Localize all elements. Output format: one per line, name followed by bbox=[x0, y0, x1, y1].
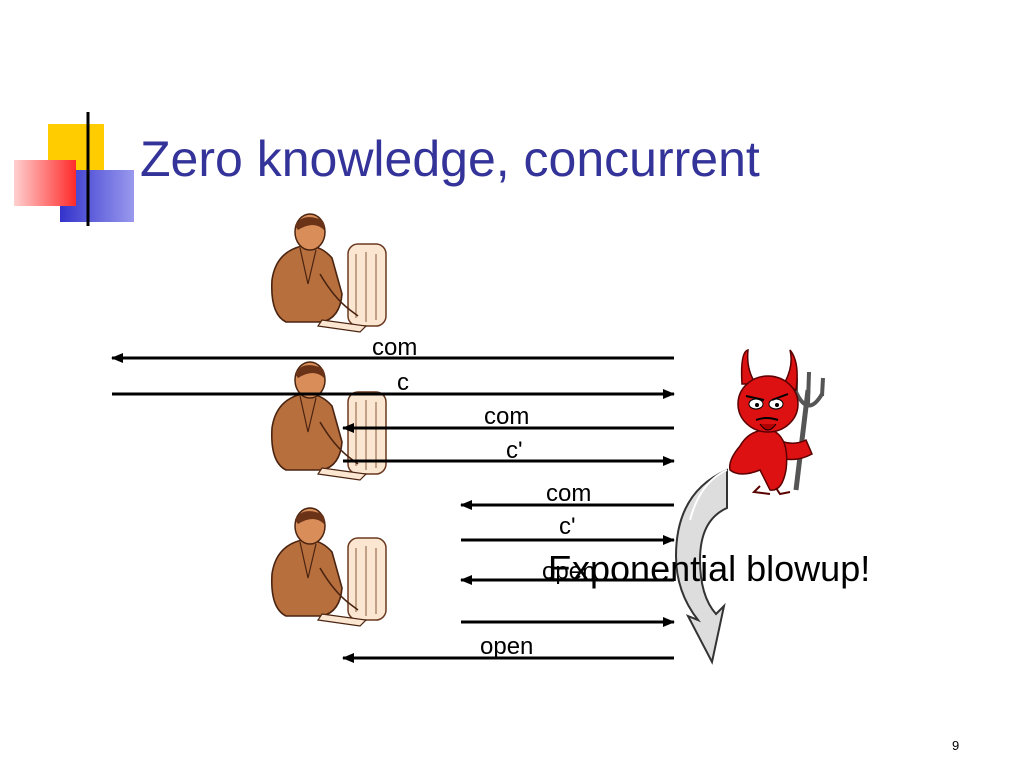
message-label-com-1: com bbox=[372, 334, 418, 361]
message-label-com-2: com bbox=[484, 403, 530, 430]
message-label-c-3: c' bbox=[559, 513, 576, 540]
devil-with-pitchfork-icon bbox=[728, 349, 825, 496]
slide-title: Zero knowledge, concurrent bbox=[140, 131, 760, 187]
verifier-person-icon-3 bbox=[270, 507, 387, 627]
verifier-person-icon-1 bbox=[270, 213, 387, 333]
curved-arrow-icon bbox=[674, 468, 728, 665]
page-number: 9 bbox=[952, 738, 960, 753]
message-label-com-3: com bbox=[546, 480, 592, 507]
message-label-c-1: c bbox=[397, 369, 409, 396]
message-label-open-3: open bbox=[480, 633, 534, 660]
message-label-open-1: open bbox=[542, 558, 596, 585]
exponential-blowup-callout: Exponential blowup! bbox=[548, 548, 871, 589]
red-square bbox=[14, 160, 76, 206]
message-label-c-2: c' bbox=[506, 437, 523, 464]
